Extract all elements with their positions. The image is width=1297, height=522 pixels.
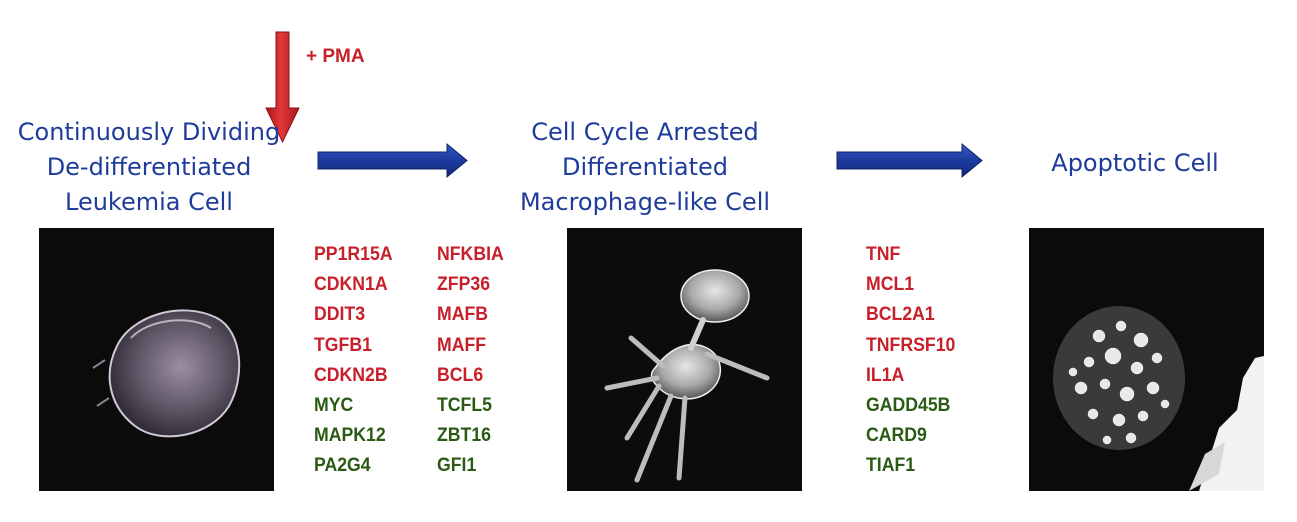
stage-2-title-line-2: Differentiated	[562, 153, 728, 181]
stage-2-title-line-1: Cell Cycle Arrested	[531, 118, 759, 146]
gene-downregulated: CARD9	[866, 425, 927, 447]
gene-upregulated: BCL2A1	[866, 304, 935, 326]
gene-downregulated: GFI1	[437, 455, 477, 477]
gene-upregulated: DDIT3	[314, 304, 366, 326]
pma-down-arrow-icon	[265, 31, 300, 144]
gene-list-group-1: PP1R15A CDKN1A DDIT3 TGFB1 CDKN2B MYC MA…	[314, 240, 393, 482]
stage-1-title-line-1: Continuously Dividing	[17, 118, 281, 146]
gene-list-group-2: NFKBIA ZFP36 MAFB MAFF BCL6 TCFL5 ZBT16 …	[437, 240, 504, 482]
gene-upregulated: TNF	[866, 244, 901, 265]
gene-upregulated: MCL1	[866, 274, 915, 296]
stage-2-title-line-3: Macrophage-like Cell	[519, 188, 771, 216]
gene-upregulated: TNFRSF10	[866, 334, 956, 356]
stage-2-title: Cell Cycle Arrested Differentiated Macro…	[505, 115, 785, 220]
pma-treatment-label: + PMA	[306, 46, 365, 67]
apoptotic-cell-micrograph	[1029, 228, 1264, 491]
gene-upregulated: CDKN1A	[314, 274, 388, 296]
transition-arrow-1-icon	[317, 142, 468, 179]
gene-upregulated: NFKBIA	[437, 244, 504, 265]
gene-upregulated: MAFB	[437, 304, 489, 326]
gene-downregulated: MAPK12	[314, 425, 386, 447]
gene-upregulated: BCL6	[437, 364, 484, 386]
macrophage-cell-micrograph	[567, 228, 802, 491]
gene-upregulated: CDKN2B	[314, 364, 388, 386]
stage-3-title: Apoptotic Cell	[1030, 146, 1240, 181]
gene-upregulated: TGFB1	[314, 334, 372, 356]
gene-list-group-3: TNF MCL1 BCL2A1 TNFRSF10 IL1A GADD45B CA…	[866, 240, 955, 482]
gene-upregulated: ZFP36	[437, 274, 491, 296]
gene-upregulated: MAFF	[437, 334, 487, 356]
gene-upregulated: PP1R15A	[314, 244, 393, 265]
stage-1-title-line-2: De-differentiated	[46, 153, 252, 181]
gene-downregulated: PA2G4	[314, 455, 371, 477]
gene-downregulated: MYC	[314, 395, 354, 417]
gene-downregulated: TCFL5	[437, 395, 492, 417]
transition-arrow-2-icon	[836, 142, 983, 179]
stage-1-title: Continuously Dividing De-differentiated …	[15, 115, 283, 220]
gene-downregulated: TIAF1	[866, 455, 916, 477]
leukemia-cell-micrograph	[39, 228, 274, 491]
gene-downregulated: ZBT16	[437, 425, 492, 447]
stage-3-title-line-1: Apoptotic Cell	[1051, 149, 1219, 177]
gene-upregulated: IL1A	[866, 364, 905, 386]
gene-downregulated: GADD45B	[866, 395, 951, 417]
stage-1-title-line-3: Leukemia Cell	[65, 188, 233, 216]
